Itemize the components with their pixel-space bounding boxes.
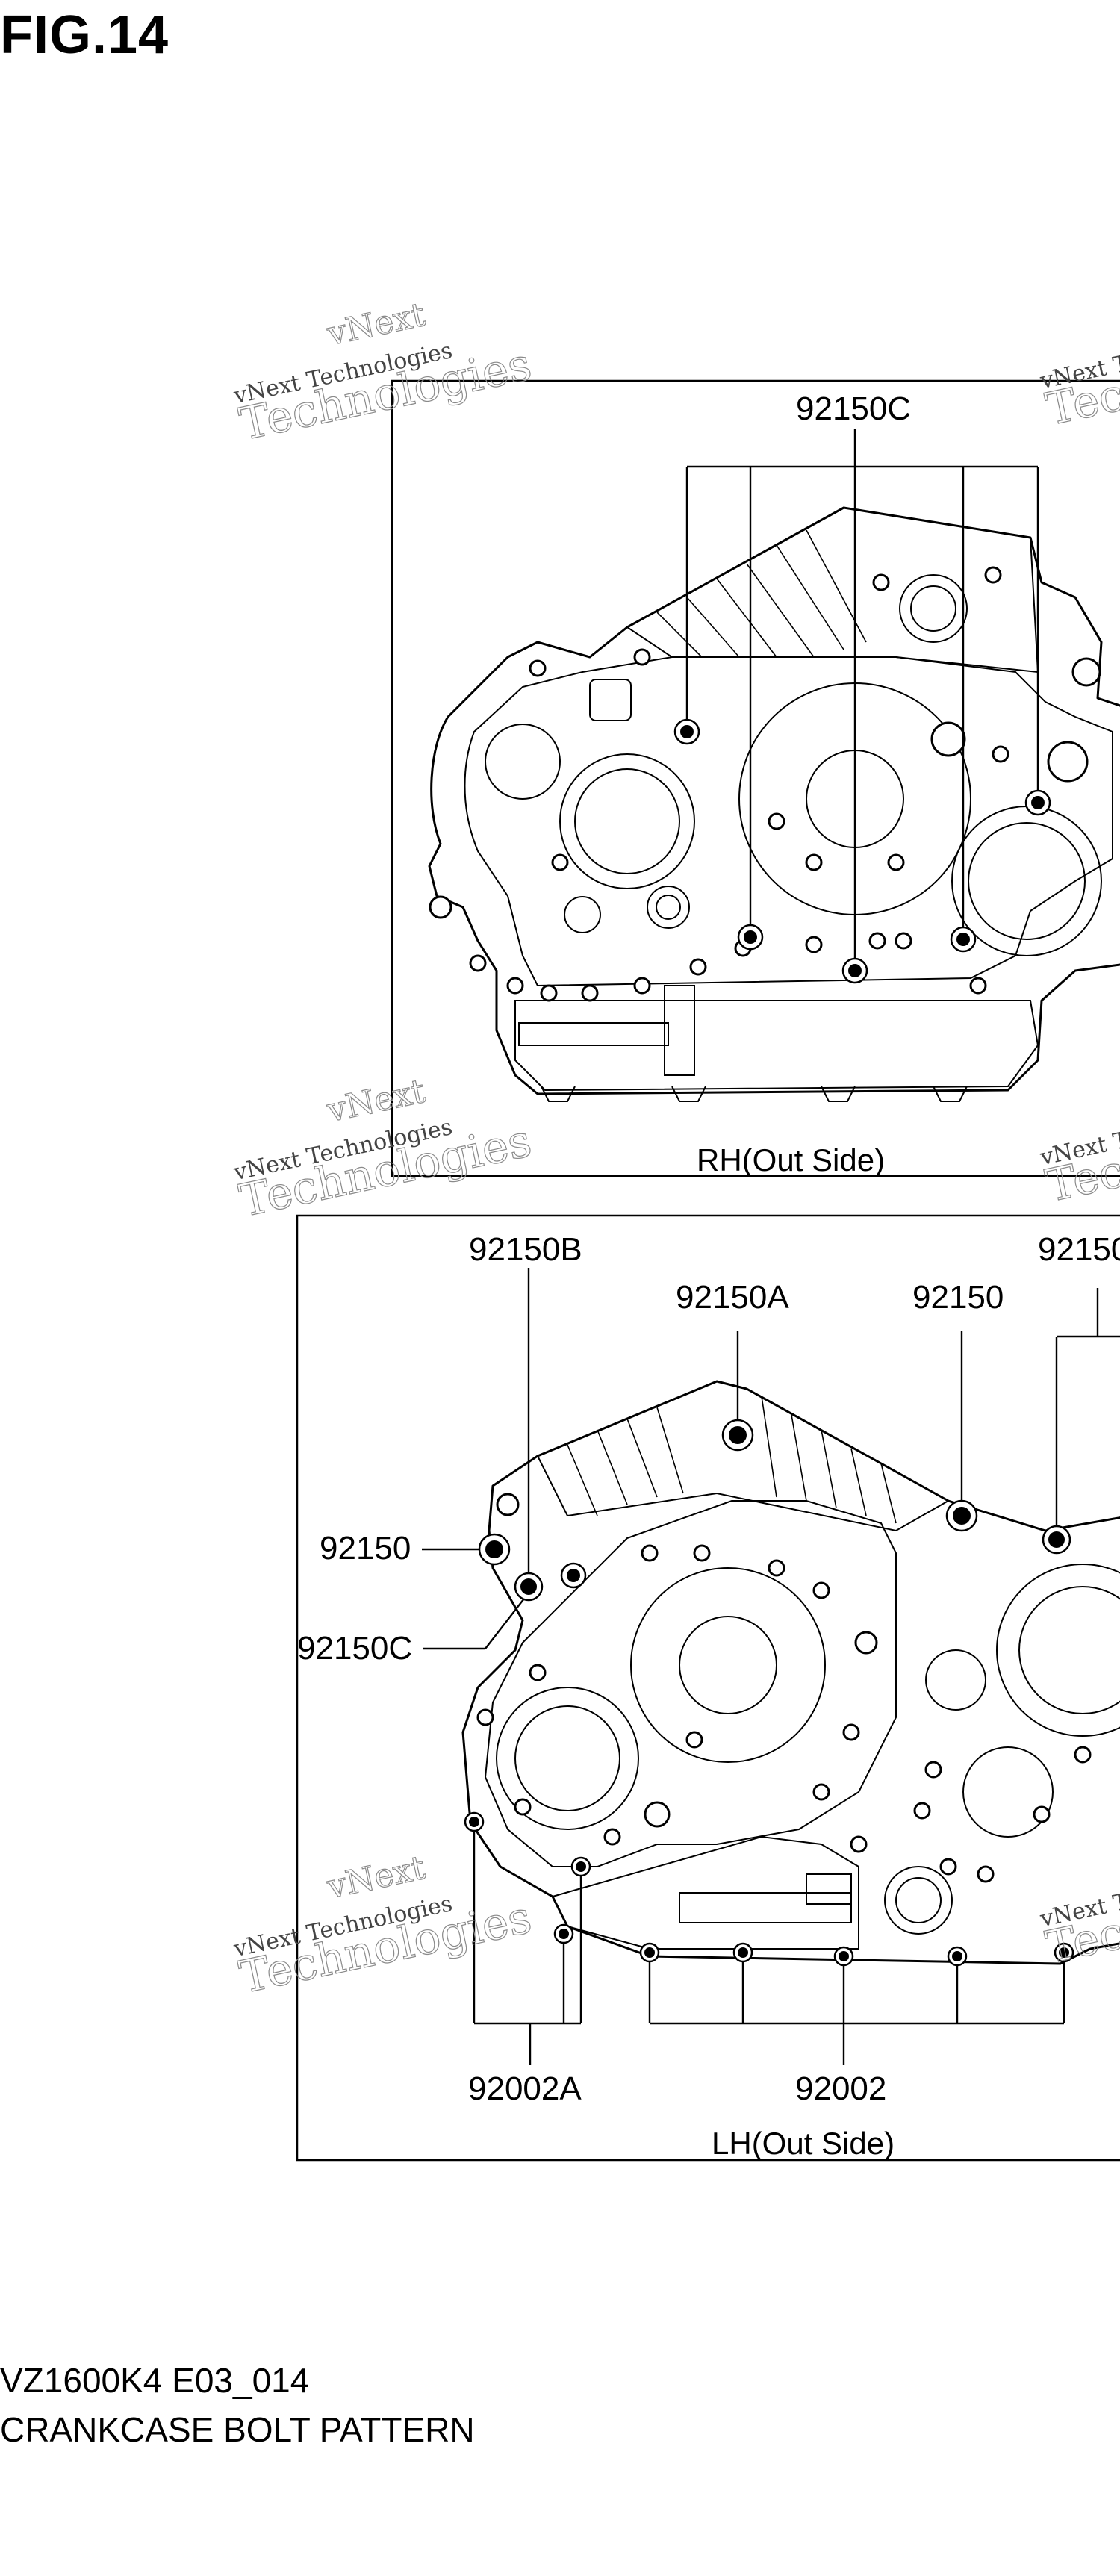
rh-cylinder-hatch [656, 529, 867, 658]
rh-bolt-markers [673, 718, 1051, 984]
watermark-bottom-right: vNext vNext Technologies Technologies [1037, 1861, 1120, 1975]
lh-label-92150-right: 92150 [1038, 1231, 1120, 1268]
lh-label-92150c: 92150C [297, 1630, 412, 1667]
figure-title: FIG.14 [0, 5, 169, 65]
lh-leader-lines [422, 1268, 1120, 2065]
model-code: VZ1600K4 E03_014 [0, 2361, 310, 2400]
lh-label-92150a: 92150A [676, 1279, 789, 1316]
figure-name: CRANKCASE BOLT PATTERN [0, 2410, 475, 2449]
lh-label-92150b: 92150B [469, 1231, 582, 1268]
lh-crankcase-drawing [461, 1380, 1120, 1965]
watermark-mid-right: vNext vNext Technologies Technologies [1037, 1099, 1120, 1213]
watermark-bottom-left: vNext vNext Technologies Technologies [231, 1848, 536, 2004]
footer: VZ1600K4 E03_014 CRANKCASE BOLT PATTERN [0, 2356, 475, 2454]
lh-panel-caption: LH(Out Side) [712, 2126, 895, 2161]
rh-panel-caption: RH(Out Side) [697, 1142, 885, 1177]
lh-bolt-markers [464, 1419, 1074, 1967]
rh-crankcase-drawing [428, 506, 1120, 1102]
lh-panel: 92150B 92150A 92150 92150 92150 92150C 9… [296, 1214, 1120, 2162]
lh-label-92002: 92002 [795, 2071, 886, 2107]
lh-label-92150-center: 92150 [912, 1279, 1004, 1316]
watermark-top-left: vNext vNext Technologies Technologies [231, 295, 536, 451]
lh-cylinder-hatch [567, 1396, 897, 1524]
lh-panel-frame [296, 1214, 1120, 2162]
watermark-top-right: vNext vNext Technologies Technologies [1037, 323, 1120, 437]
watermark-mid-left: vNext vNext Technologies Technologies [231, 1071, 536, 1228]
rh-panel-frame [391, 379, 1120, 1177]
rh-label-92150c: 92150C [796, 391, 911, 427]
rh-leader-lines [685, 429, 1039, 971]
lh-label-92150-left: 92150 [320, 1530, 411, 1567]
rh-panel: 92150C RH(Out Side) [391, 379, 1120, 1177]
lh-label-92002a: 92002A [468, 2071, 582, 2107]
